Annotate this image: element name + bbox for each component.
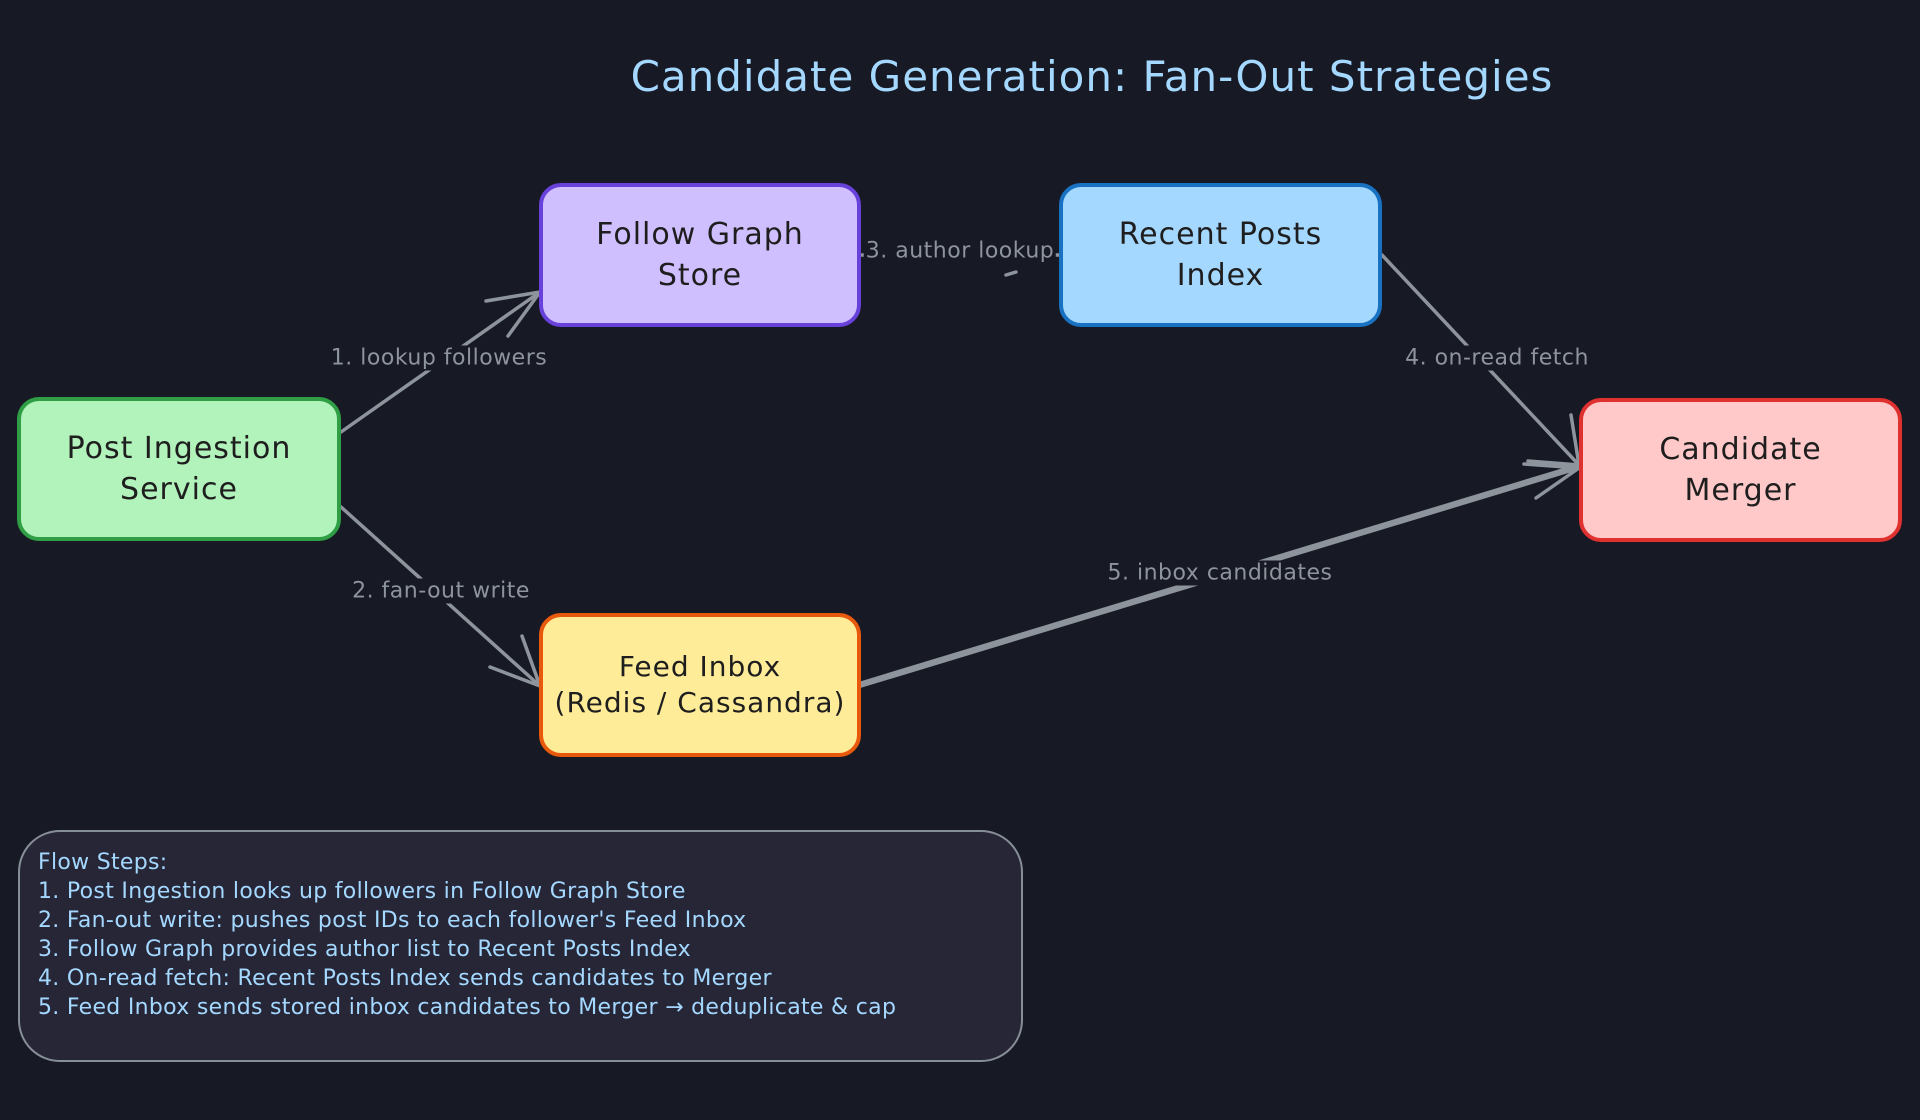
recent-posts-index-label: Recent Posts Index xyxy=(1118,217,1323,293)
follow-graph-store-label: Follow Graph Store xyxy=(596,217,804,293)
diagram-title: Candidate Generation: Fan-Out Strategies xyxy=(630,52,1554,101)
flow-steps-note: Flow Steps: 1. Post Ingestion looks up f… xyxy=(18,830,1023,1062)
feed-inbox-node[interactable]: Feed Inbox (Redis / Cassandra) xyxy=(539,613,861,757)
flow-step-line: 3. Follow Graph provides author list to … xyxy=(38,937,691,962)
edge-label-author-lookup: 3. author lookup xyxy=(863,238,1057,264)
flow-steps-heading: Flow Steps: xyxy=(38,850,168,875)
edge-label-inbox-candidates: 5. inbox candidates xyxy=(1105,560,1335,586)
edge-label-fan-out-write: 2. fan-out write xyxy=(350,578,532,604)
post-ingestion-service-node[interactable]: Post Ingestion Service xyxy=(17,397,341,541)
flow-step-line: 2. Fan-out write: pushes post IDs to eac… xyxy=(38,908,747,933)
edge-label-lookup-followers: 1. lookup followers xyxy=(328,345,550,371)
candidate-merger-node[interactable]: Candidate Merger xyxy=(1579,398,1902,542)
candidate-merger-label: Candidate Merger xyxy=(1659,432,1822,508)
post-ingestion-service-label: Post Ingestion Service xyxy=(66,431,292,507)
recent-posts-index-node[interactable]: Recent Posts Index xyxy=(1059,183,1382,327)
feed-inbox-label: Feed Inbox (Redis / Cassandra) xyxy=(554,650,846,719)
follow-graph-store-node[interactable]: Follow Graph Store xyxy=(539,183,861,327)
flow-step-line: 4. On-read fetch: Recent Posts Index sen… xyxy=(38,966,772,991)
flow-step-line: 5. Feed Inbox sends stored inbox candida… xyxy=(38,995,897,1020)
edge-label-on-read-fetch: 4. on-read fetch xyxy=(1403,345,1591,371)
flow-step-line: 1. Post Ingestion looks up followers in … xyxy=(38,879,686,904)
